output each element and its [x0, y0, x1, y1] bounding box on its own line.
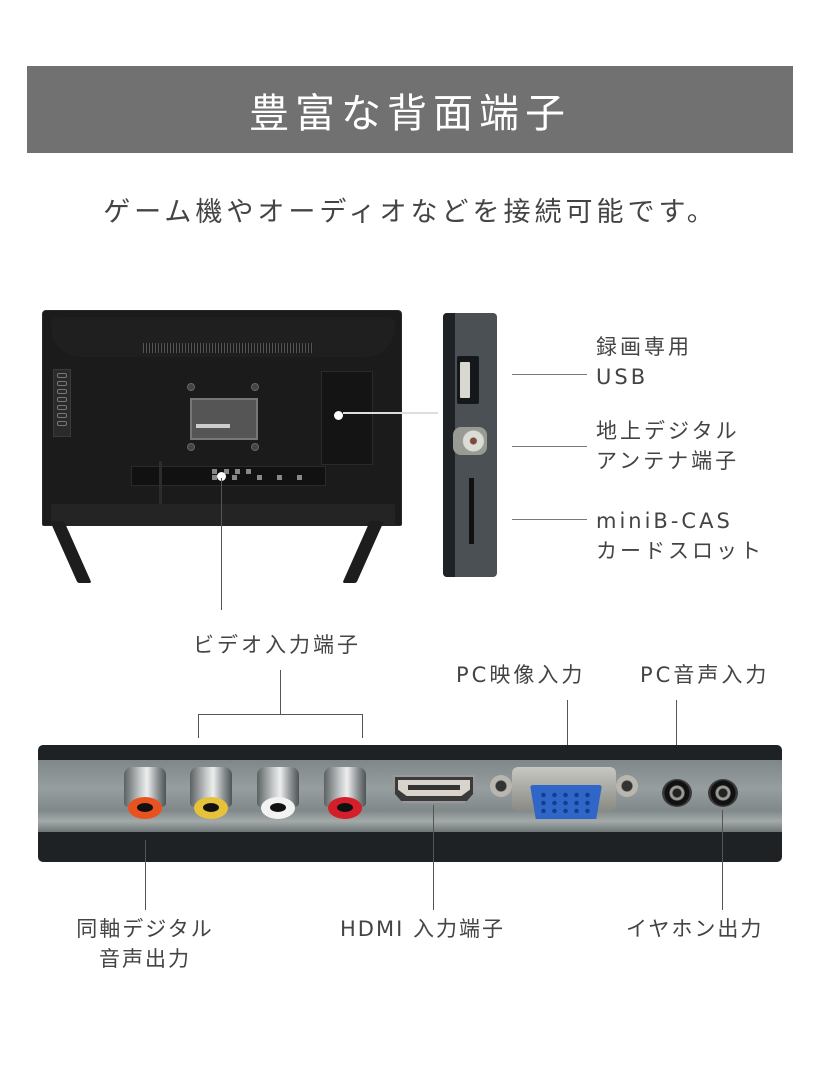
- callout-antenna: 地上デジタル アンテナ端子: [596, 419, 740, 473]
- vga-screw-icon: [616, 775, 638, 797]
- side-port-panel: [443, 313, 497, 577]
- power-cable: [159, 461, 162, 523]
- coax-digital-rca-icon: [124, 767, 166, 823]
- tv-back-panel: [42, 310, 402, 526]
- label-video-input: ビデオ入力端子: [193, 633, 361, 657]
- callout-line-antenna: [512, 446, 587, 447]
- vga-port-icon: [530, 785, 602, 819]
- rating-label: [190, 398, 258, 440]
- connector-line: [343, 412, 438, 414]
- page-title: 豊富な背面端子: [249, 90, 571, 137]
- vesa-screw-icon: [251, 383, 259, 391]
- video-yellow-rca-icon: [190, 767, 232, 823]
- side-port-marker-dot: [334, 411, 343, 420]
- vesa-screw-icon: [187, 443, 195, 451]
- callout-line-card: [512, 519, 587, 520]
- vesa-screw-icon: [187, 383, 195, 391]
- audio-red-rca-icon: [324, 767, 366, 823]
- connector-line: [221, 478, 222, 610]
- video-input-bracket: [198, 714, 363, 715]
- label-hdmi-input: HDMI 入力端子: [340, 917, 505, 941]
- audio-white-rca-icon: [257, 767, 299, 823]
- rear-port-marker-dot: [217, 472, 226, 481]
- callout-line-usb: [512, 374, 587, 375]
- earphone-jack-icon: [708, 779, 738, 807]
- usb-port-icon: [457, 356, 479, 404]
- stand-leg-left: [50, 521, 92, 583]
- vesa-screw-icon: [251, 443, 259, 451]
- callout-usb: 録画専用 USB: [596, 335, 692, 389]
- label-earphone-output: イヤホン出力: [626, 917, 764, 941]
- tv-rear-illustration: [40, 308, 404, 588]
- label-pc-video-input: PC映像入力: [456, 663, 586, 687]
- side-port-bay: [321, 371, 373, 465]
- title-banner: 豊富な背面端子: [27, 66, 793, 153]
- rear-port-strip: [131, 466, 326, 486]
- rear-port-panel-closeup: [38, 745, 782, 862]
- vga-screw-icon: [490, 775, 512, 797]
- antenna-port-icon: [453, 427, 487, 455]
- side-control-buttons: [53, 369, 71, 437]
- stand-leg-right: [342, 521, 384, 583]
- page-subtitle: ゲーム機やオーディオなどを接続可能です。: [103, 197, 718, 228]
- label-coax-digital-output: 同軸デジタル 音声出力: [76, 917, 214, 971]
- pc-audio-jack-icon: [662, 779, 692, 807]
- label-pc-audio-input: PC音声入力: [640, 663, 770, 687]
- card-slot-icon: [469, 478, 474, 544]
- vent-grille: [143, 343, 313, 353]
- callout-card-slot: miniB-CAS カードスロット: [596, 509, 764, 563]
